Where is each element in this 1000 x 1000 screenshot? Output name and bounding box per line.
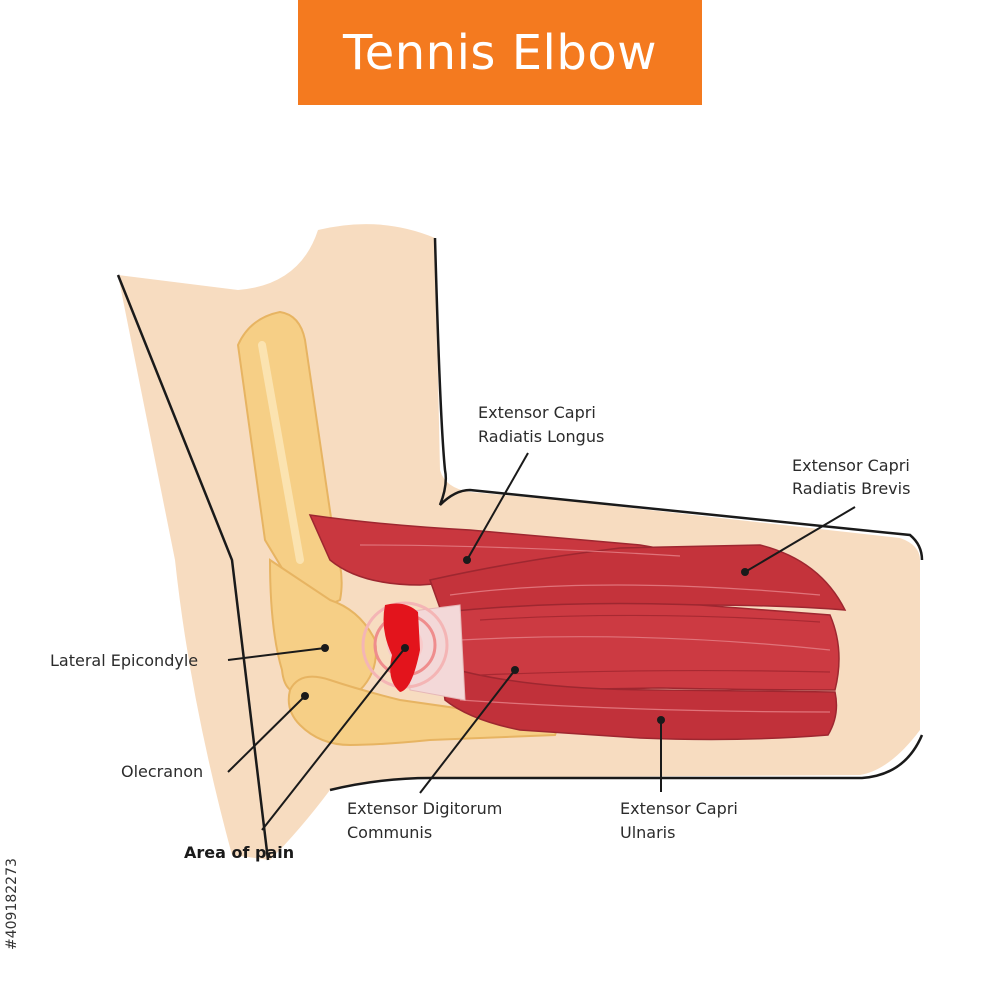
label-ecr-brevis-line2: Radiatis Brevis — [792, 479, 910, 498]
leader-area-of-pain — [261, 647, 406, 831]
muscle-edc — [439, 602, 840, 691]
label-ecr-brevis-line1: Extensor Capri — [792, 456, 910, 475]
leader-edc — [419, 669, 516, 794]
arm-outline-upper — [116, 274, 270, 861]
label-ecr-longus-line1: Extensor Capri — [478, 403, 596, 422]
forearm-muscles — [308, 514, 847, 741]
leader-olecranon — [227, 695, 306, 773]
label-olecranon: Olecranon — [121, 762, 203, 781]
arm-outline-inner — [433, 237, 924, 561]
ulna-bone — [287, 675, 557, 747]
label-edc-line2: Communis — [347, 823, 432, 842]
title-text: Tennis Elbow — [343, 24, 657, 81]
title-banner: Tennis Elbow — [298, 0, 702, 105]
label-edc-line1: Extensor Digitorum — [347, 799, 502, 818]
stock-id-text: #409182273 — [4, 858, 20, 950]
leader-lateral-epicondyle — [227, 647, 326, 661]
label-ecu-line1: Extensor Capri — [620, 799, 738, 818]
leader-ecr-longus — [466, 452, 529, 561]
label-area-of-pain: Area of pain — [184, 843, 294, 862]
label-ecu-line2: Ulnaris — [620, 823, 675, 842]
muscle-ecu — [439, 663, 838, 741]
humerus-highlight — [258, 341, 304, 564]
label-lateral-epicondyle: Lateral Epicondyle — [50, 651, 198, 670]
leader-ecr-brevis — [744, 506, 856, 573]
arm-outline-lower — [329, 734, 924, 792]
label-ecr-longus-line2: Radiatis Longus — [478, 427, 604, 446]
